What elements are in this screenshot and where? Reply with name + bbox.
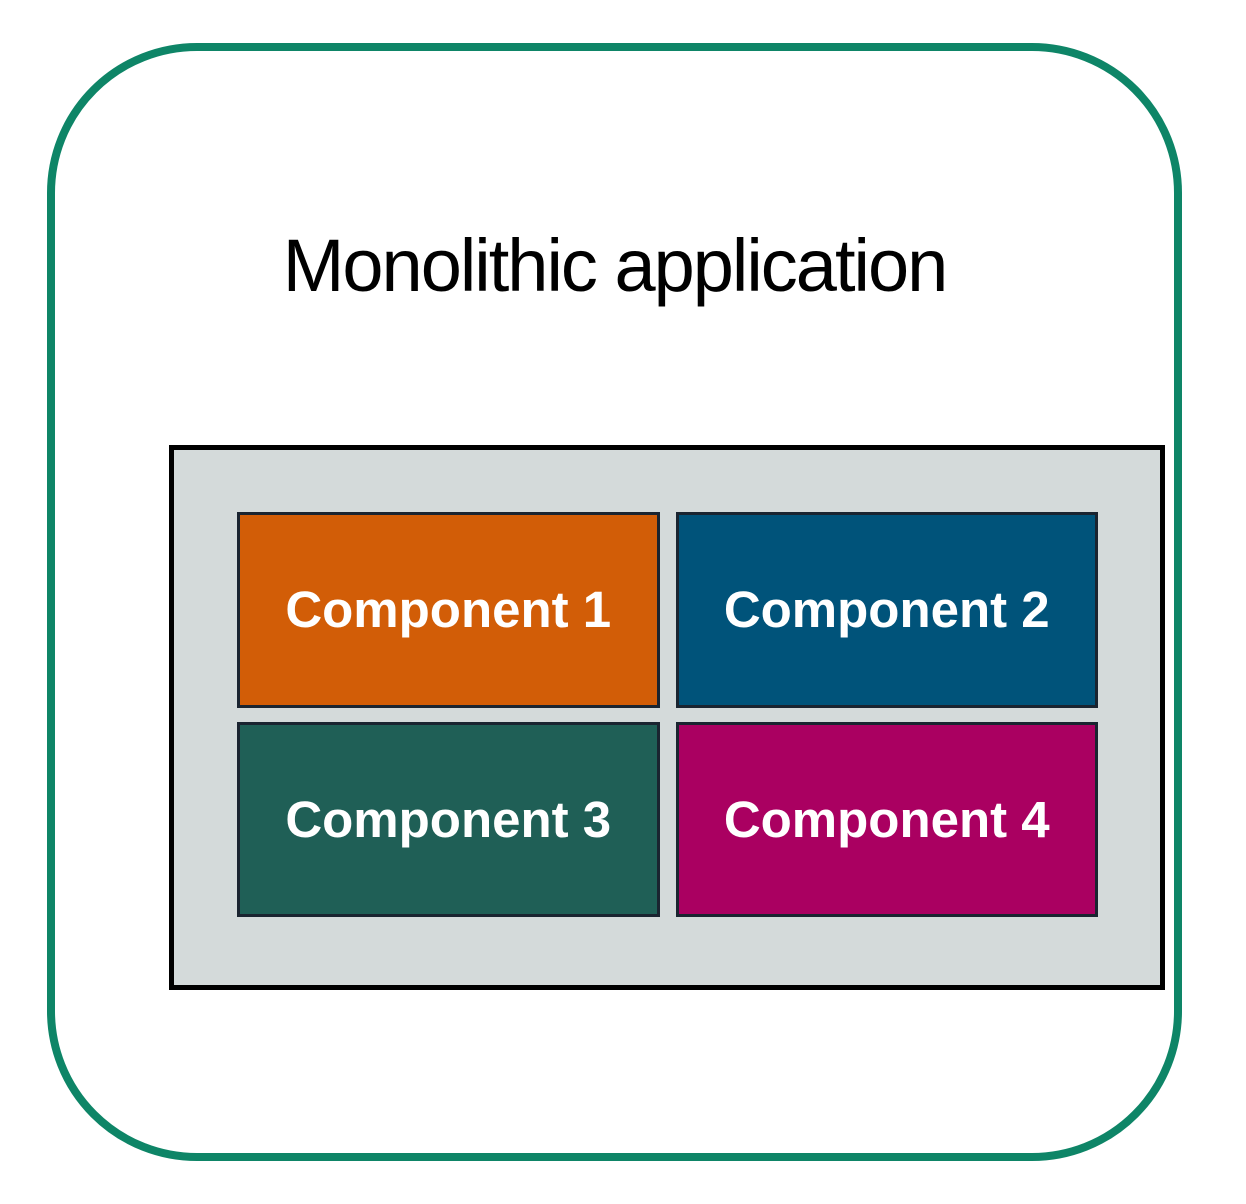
component-4-box: Component 4	[675, 721, 1098, 917]
component-2-box: Component 2	[675, 512, 1098, 708]
application-container: Component 1 Component 2 Component 3 Comp…	[169, 445, 1165, 990]
component-3-box: Component 3	[237, 721, 660, 917]
component-1-box: Component 1	[237, 512, 660, 708]
diagram-title: Monolithic application	[282, 224, 949, 307]
monolith-boundary-frame: Monolithic application Component 1 Compo…	[47, 43, 1182, 1161]
